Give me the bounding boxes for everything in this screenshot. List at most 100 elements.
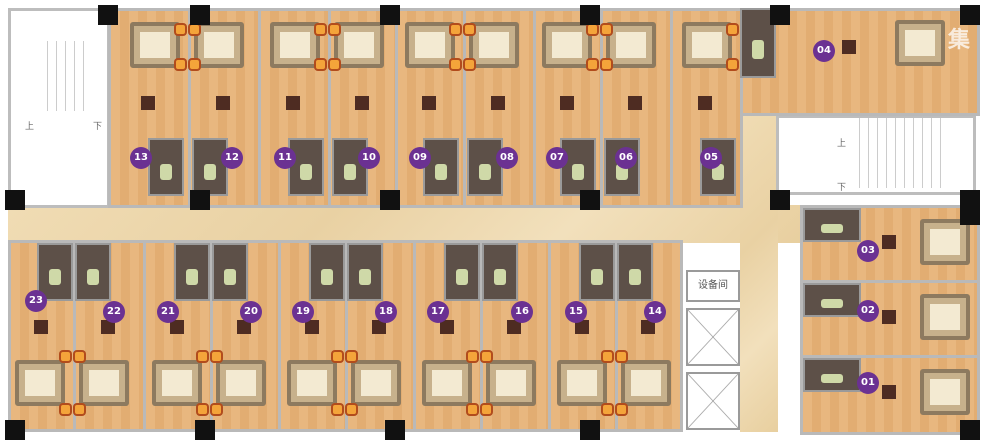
bathroom (309, 243, 345, 301)
lamp (198, 405, 207, 414)
stair-down-label: 下 (93, 122, 103, 132)
room-number-badge: 12 (221, 147, 243, 169)
stair-up-label: 上 (25, 122, 35, 132)
main-corridor (8, 205, 803, 243)
lamp (451, 25, 460, 34)
structural-column (580, 420, 600, 440)
lamp (198, 352, 207, 361)
lamp (451, 60, 460, 69)
coffee-table (698, 96, 712, 110)
lamp (190, 25, 199, 34)
room-number-badge: 01 (857, 372, 879, 394)
room-number-badge: 19 (292, 301, 314, 323)
structural-column (190, 5, 210, 25)
room-number-badge: 21 (157, 301, 179, 323)
bed (334, 22, 384, 68)
bathroom (803, 283, 861, 317)
lamp (468, 352, 477, 361)
lamp (61, 405, 70, 414)
lamp (212, 352, 221, 361)
lamp (333, 352, 342, 361)
room-number-badge: 11 (274, 147, 296, 169)
structural-column (380, 190, 400, 210)
structural-column (770, 5, 790, 25)
bed (469, 22, 519, 68)
bathroom (192, 138, 228, 196)
lamp (603, 405, 612, 414)
structural-column (385, 420, 405, 440)
bed (682, 22, 732, 68)
coffee-table (286, 96, 300, 110)
room-number-badge: 09 (409, 147, 431, 169)
room-number-badge: 13 (130, 147, 152, 169)
lamp (468, 405, 477, 414)
structural-column (195, 420, 215, 440)
bed (79, 360, 129, 406)
bed (15, 360, 65, 406)
room-number-badge: 15 (565, 301, 587, 323)
stair-up-label: 上 (837, 139, 847, 149)
coffee-table (372, 320, 386, 334)
lamp (190, 60, 199, 69)
room-number-badge: 08 (496, 147, 518, 169)
elevator-1 (686, 308, 740, 366)
room-number-badge: 17 (427, 301, 449, 323)
coffee-table (882, 310, 896, 324)
lamp (728, 60, 737, 69)
bathroom (332, 138, 368, 196)
bathroom (803, 208, 861, 242)
bathroom (617, 243, 653, 301)
bed (270, 22, 320, 68)
structural-column (960, 205, 980, 225)
bed (557, 360, 607, 406)
lamp (75, 352, 84, 361)
structural-column (380, 5, 400, 25)
lamp (330, 25, 339, 34)
bathroom (560, 138, 596, 196)
coffee-table (491, 96, 505, 110)
lamp (602, 60, 611, 69)
lamp (333, 405, 342, 414)
structural-column (190, 190, 210, 210)
lamp (482, 352, 491, 361)
coffee-table (304, 320, 319, 334)
lamp (588, 60, 597, 69)
bathroom (423, 138, 459, 196)
room-number-badge: 18 (375, 301, 397, 323)
structural-column (580, 190, 600, 210)
room-number-badge: 20 (240, 301, 262, 323)
bed (422, 360, 472, 406)
bed (287, 360, 337, 406)
coffee-table (640, 320, 655, 334)
room-number-badge: 14 (644, 301, 666, 323)
room-number-badge: 02 (857, 300, 879, 322)
bed (621, 360, 671, 406)
lamp (176, 25, 185, 34)
room-number-badge: 04 (813, 40, 835, 62)
lamp (465, 25, 474, 34)
lamp (602, 25, 611, 34)
bathroom (482, 243, 518, 301)
lamp (482, 405, 491, 414)
stair-down-label: 下 (837, 183, 847, 193)
bathroom (467, 138, 503, 196)
lamp (465, 60, 474, 69)
coffee-table (422, 96, 436, 110)
bed (130, 22, 180, 68)
lamp (603, 352, 612, 361)
lamp (588, 25, 597, 34)
lamp (61, 352, 70, 361)
coffee-table (559, 96, 574, 110)
bathroom (37, 243, 73, 301)
coffee-table (237, 320, 251, 334)
room-number-badge: 05 (700, 147, 722, 169)
lamp (330, 60, 339, 69)
room-number-badge: 03 (857, 240, 879, 262)
room-number-badge: 10 (358, 147, 380, 169)
lamp (347, 352, 356, 361)
coffee-table (101, 320, 115, 334)
structural-column (5, 420, 25, 440)
structural-column (960, 420, 980, 440)
coffee-table (141, 96, 155, 110)
